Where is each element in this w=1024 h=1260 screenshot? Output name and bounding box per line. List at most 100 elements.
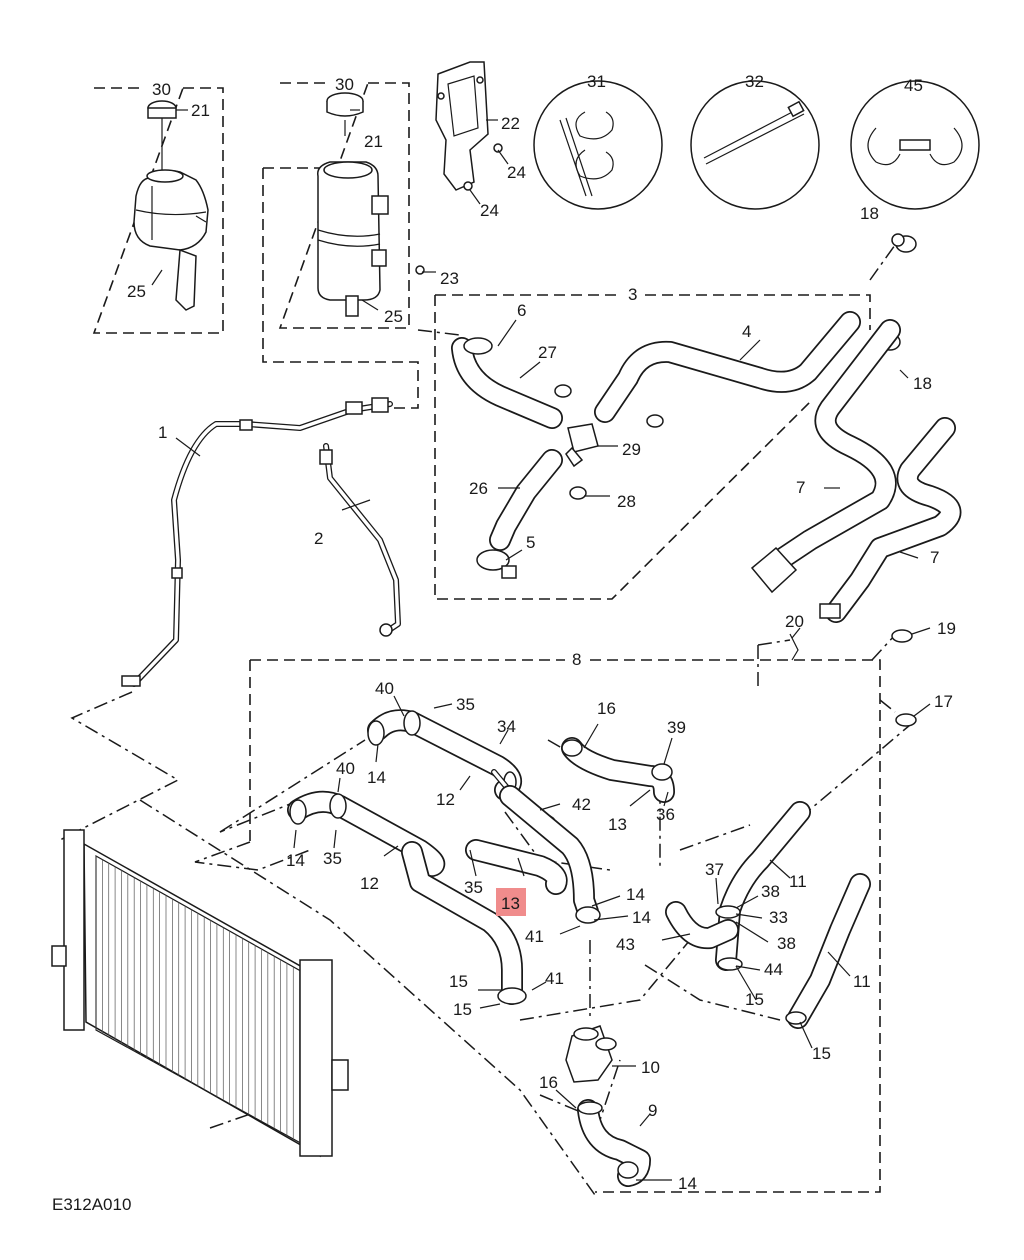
clip-20: [789, 633, 799, 661]
callout-40b: 40: [336, 759, 355, 778]
callout-23: 23: [440, 269, 459, 288]
callout-30a: 30: [152, 80, 171, 99]
expansion-tank-right: [317, 92, 389, 317]
callout-16a: 16: [597, 699, 616, 718]
callout-16b: 16: [539, 1073, 558, 1092]
callout-29: 29: [622, 440, 641, 459]
callout-4: 4: [742, 322, 751, 341]
hose-11-lower: [785, 873, 871, 1029]
callout-5: 5: [526, 533, 535, 552]
callout-31: 31: [587, 72, 606, 91]
callout-24a: 24: [507, 163, 526, 182]
callout-30b: 30: [335, 75, 354, 94]
callout-37: 37: [705, 860, 724, 879]
callout-12a: 12: [436, 790, 455, 809]
hose-27: [451, 337, 563, 429]
hose-7-right: [819, 417, 962, 623]
mounting-bracket-22: [415, 61, 503, 275]
callout-13b-highlighted: 13: [501, 894, 520, 913]
callout-25a: 25: [127, 282, 146, 301]
group-box-8: [249, 659, 881, 1193]
callout-34: 34: [497, 717, 516, 736]
callout-14a: 14: [367, 768, 386, 787]
pipe-clip-inset-45: [850, 80, 980, 210]
callout-19: 19: [937, 619, 956, 638]
callout-33: 33: [769, 908, 788, 927]
expansion-tank-left: [133, 100, 209, 311]
pipe-1: [121, 397, 393, 687]
washer-19: [891, 629, 913, 643]
hose-13-highlighted-part: [465, 839, 568, 895]
group-box-30-right: [262, 82, 419, 409]
callout-26: 26: [469, 479, 488, 498]
hose-41-right: [499, 785, 601, 924]
callout-28: 28: [617, 492, 636, 511]
group-box-3: [434, 294, 871, 600]
callout-6: 6: [517, 301, 526, 320]
callout-2: 2: [314, 529, 323, 548]
washer-17: [895, 713, 917, 727]
callout-14c: 14: [626, 885, 645, 904]
t-connector-29: [565, 423, 599, 468]
thermostat-housing-10: [565, 1025, 617, 1083]
hose-26: [489, 449, 563, 551]
leader-lines: [151, 109, 931, 1181]
hose-41-left: [401, 841, 527, 1005]
hose-12-upper: [367, 709, 522, 801]
callout-15b: 15: [453, 1000, 472, 1019]
callout-39: 39: [667, 718, 686, 737]
callout-1: 1: [158, 423, 167, 442]
callout-41b: 41: [545, 969, 564, 988]
radiator: [51, 829, 349, 1158]
callout-35a: 35: [456, 695, 475, 714]
hose-9: [577, 1099, 651, 1187]
callout-35c: 35: [464, 878, 483, 897]
callout-13a: 13: [608, 815, 627, 834]
callout-17: 17: [934, 692, 953, 711]
hose-13-upper: [561, 737, 675, 803]
callout-45: 45: [904, 76, 923, 95]
callout-3: 3: [628, 285, 637, 304]
callout-20: 20: [785, 612, 804, 631]
callout-8: 8: [572, 650, 581, 669]
hose-43: [665, 901, 743, 971]
callout-42: 42: [572, 795, 591, 814]
callout-14b: 14: [286, 851, 305, 870]
hose-clip-18-upper: [891, 233, 917, 253]
callout-10: 10: [641, 1058, 660, 1077]
diagram-code: E312A010: [52, 1195, 131, 1214]
callout-21b: 21: [364, 132, 383, 151]
callout-7a: 7: [796, 478, 805, 497]
hose-clamps-group-3: [476, 384, 664, 579]
callout-40a: 40: [375, 679, 394, 698]
callout-14d: 14: [632, 908, 651, 927]
group-box-30-left: [92, 87, 224, 334]
callout-18b: 18: [913, 374, 932, 393]
callout-27: 27: [538, 343, 557, 362]
callout-35b: 35: [323, 849, 342, 868]
callout-41a: 41: [525, 927, 544, 946]
callout-38b: 38: [777, 934, 796, 953]
callout-36: 36: [656, 805, 675, 824]
hose-12-lower: [287, 790, 446, 877]
callout-43: 43: [616, 935, 635, 954]
callout-38a: 38: [761, 882, 780, 901]
callout-22: 22: [501, 114, 520, 133]
callout-labels: 30 21 25 30 21 25 22 24 24 23 31 32 45 1…: [127, 72, 956, 1193]
clip-inset-31: [533, 80, 663, 210]
callout-24b: 24: [480, 201, 499, 220]
callout-21a: 21: [191, 101, 210, 120]
callout-11b: 11: [853, 972, 871, 991]
callout-9: 9: [648, 1101, 657, 1120]
callout-12b: 12: [360, 874, 379, 893]
hose-4: [594, 311, 861, 423]
callout-25b: 25: [384, 307, 403, 326]
pipe-2: [319, 443, 401, 637]
hose-7-left: [750, 319, 901, 594]
tie-strap-inset-32: [690, 80, 820, 210]
callout-15d: 15: [812, 1044, 831, 1063]
callout-11a: 11: [789, 872, 807, 891]
highlight-box: [496, 888, 526, 916]
callout-44: 44: [764, 960, 783, 979]
